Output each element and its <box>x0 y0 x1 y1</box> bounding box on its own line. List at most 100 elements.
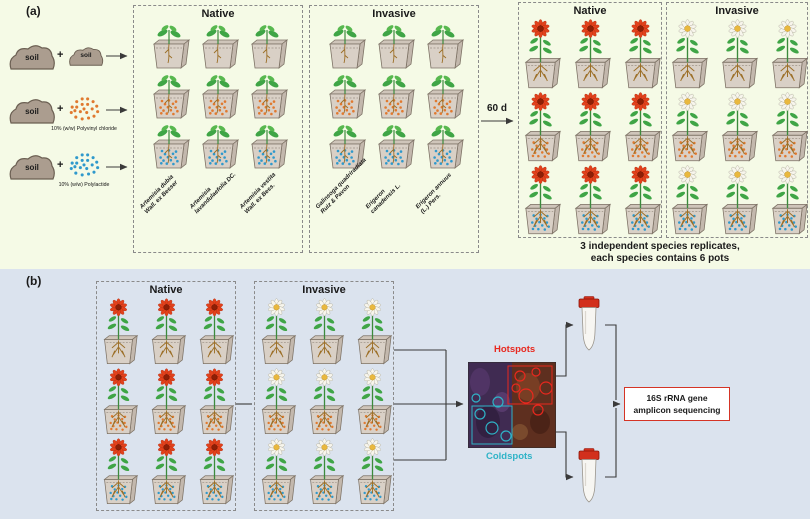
red-flower-pot-icon <box>624 19 661 89</box>
pvc-note: 10% (w/w) Polyvinyl chloride <box>51 126 117 132</box>
native-title: Native <box>201 8 235 20</box>
particle-cluster-icon <box>69 153 100 177</box>
white-flower-pot-icon <box>771 165 808 235</box>
pot-row <box>256 438 393 506</box>
pot-row <box>256 368 393 436</box>
soil-mound-icon <box>9 155 55 180</box>
white-flower-pot-icon <box>671 165 708 235</box>
centrifuge-tube-bottom <box>576 448 602 506</box>
pot-row <box>324 72 464 120</box>
pot-row <box>98 298 235 366</box>
red-flower-pot-icon <box>198 438 234 505</box>
red-flower-pot-icon <box>198 298 234 365</box>
particle-cluster-icon <box>69 97 100 121</box>
white-flower-pot-icon <box>721 19 758 89</box>
red-flower-pot-icon <box>574 19 611 89</box>
pla-note: 10% (w/w) Polylactide <box>58 182 110 188</box>
soil-label: soil <box>25 53 39 62</box>
white-flower-pot-icon <box>356 368 392 435</box>
red-flower-pot-icon <box>102 298 138 365</box>
b-native-grid <box>97 298 235 506</box>
white-flower-pot-icon <box>771 19 808 89</box>
panel-a-label: (a) <box>26 4 41 18</box>
soil-label: soil <box>25 163 39 172</box>
b-native-box: Native <box>96 281 236 511</box>
red-flower-pot-icon <box>102 368 138 435</box>
pot-row <box>324 122 464 170</box>
white-flower-pot-icon <box>308 298 344 365</box>
result-invasive-grid <box>666 19 809 236</box>
native-title: Native <box>149 284 183 296</box>
red-flower-pot-icon <box>624 165 661 235</box>
hotspots-label: Hotspots <box>494 344 536 355</box>
white-flower-pot-icon <box>260 438 296 505</box>
plus-sign: + <box>57 159 64 171</box>
centrifuge-tube-top <box>576 296 602 354</box>
red-flower-pot-icon <box>524 92 561 162</box>
seedling-pot-icon <box>152 125 190 169</box>
pot-row <box>519 19 662 90</box>
seedling-pot-icon <box>250 125 288 169</box>
seedling-pot-icon <box>377 75 415 119</box>
seedling-pot-icon <box>377 25 415 69</box>
pot-row <box>519 92 662 163</box>
white-flower-pot-icon <box>356 438 392 505</box>
seedling-pot-icon <box>426 125 464 169</box>
red-flower-pot-icon <box>150 298 186 365</box>
pot-row <box>324 22 464 70</box>
soil-mound: soil <box>8 96 56 124</box>
invasive-title: Invasive <box>715 5 759 17</box>
result-native-box: Native <box>518 2 662 238</box>
soil-label: soil <box>25 107 39 116</box>
pot-row <box>519 165 662 236</box>
invasive-seedling-grid <box>310 22 478 170</box>
soil-mound-icon <box>9 99 55 124</box>
red-flower-pot-icon <box>574 165 611 235</box>
pot-row <box>666 92 809 163</box>
red-flower-pot-icon <box>150 368 186 435</box>
red-flower-pot-icon <box>524 165 561 235</box>
pot-row <box>98 368 235 436</box>
coldspots-label: Coldspots <box>486 451 533 462</box>
pot-row <box>148 122 288 170</box>
tube-icon <box>578 296 600 351</box>
seedling-pot-icon <box>152 75 190 119</box>
seedling-pot-icon <box>201 125 239 169</box>
soil-mound: soil <box>8 152 56 180</box>
seedling-pot-icon <box>201 75 239 119</box>
result-invasive-box: Invasive <box>666 2 808 238</box>
white-flower-pot-icon <box>260 298 296 365</box>
red-flower-pot-icon <box>102 438 138 505</box>
plus-sign: + <box>57 103 64 115</box>
red-flower-pot-icon <box>150 438 186 505</box>
seedling-pot-icon <box>152 25 190 69</box>
invasive-treatment-box: Invasive <box>309 5 479 253</box>
pot-row <box>148 22 288 70</box>
b-invasive-grid <box>255 298 393 506</box>
result-native-grid <box>519 19 661 236</box>
soil-label: soil <box>80 52 92 59</box>
pot-row <box>666 19 809 90</box>
pot-row <box>98 438 235 506</box>
pot-row <box>148 72 288 120</box>
b-invasive-box: Invasive <box>254 281 394 511</box>
native-title: Native <box>573 5 607 17</box>
pot-row <box>666 165 809 236</box>
white-flower-pot-icon <box>721 92 758 162</box>
white-flower-pot-icon <box>308 368 344 435</box>
invasive-title: Invasive <box>372 8 416 20</box>
seedling-pot-icon <box>328 25 366 69</box>
soil-mound: soil <box>8 42 56 70</box>
white-flower-pot-icon <box>671 19 708 89</box>
seedling-pot-icon <box>328 75 366 119</box>
red-flower-pot-icon <box>524 19 561 89</box>
species-label: Erigeron annuus(L.) Pers. <box>415 172 453 216</box>
pla-particles-icon <box>64 149 104 179</box>
panel-b-label: (b) <box>26 274 42 288</box>
white-flower-pot-icon <box>771 92 808 162</box>
invasive-title: Invasive <box>302 284 346 296</box>
